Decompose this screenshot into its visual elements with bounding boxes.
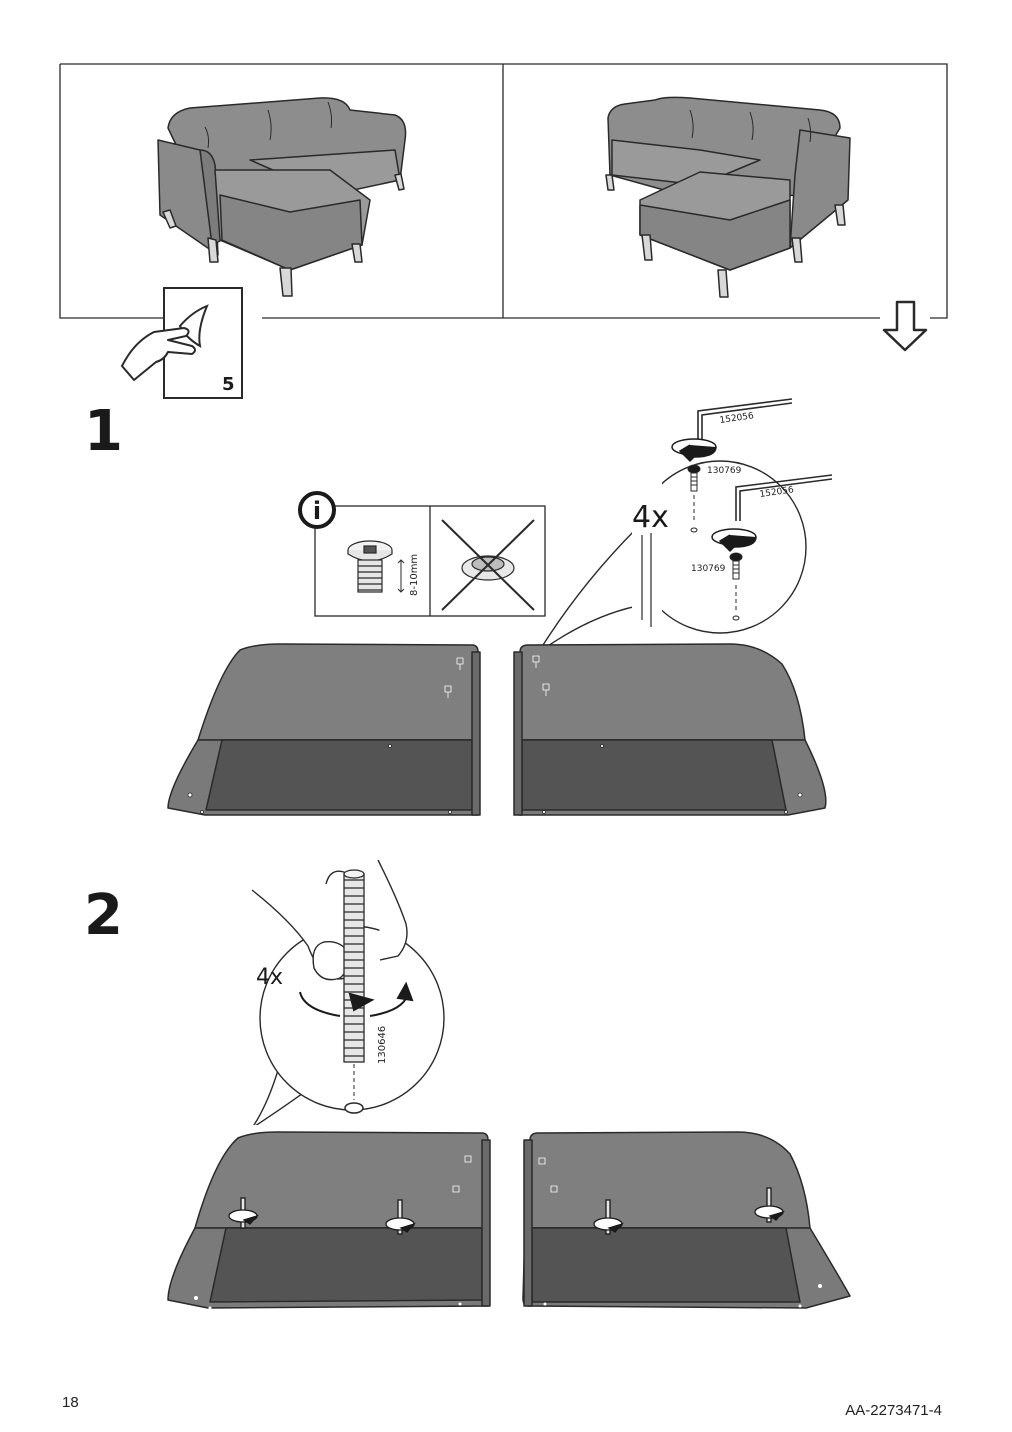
step2-panel-right <box>522 1131 851 1309</box>
correct-screw-icon <box>347 540 393 593</box>
step1-sofa-panels <box>167 643 827 816</box>
page-reference-number: 5 <box>222 374 235 395</box>
step1-panel-left <box>167 643 481 816</box>
page-number: 18 <box>62 1394 79 1411</box>
step1-quantity-label: 4x <box>632 500 669 535</box>
info-icon-letter: i <box>313 497 321 525</box>
allen-key-bottom-icon <box>735 474 833 521</box>
sofa-orientation-illustrations <box>59 63 948 352</box>
rod-position-2 <box>385 1199 416 1235</box>
rod-position-1 <box>228 1197 259 1229</box>
step2-sofa-panels <box>167 1131 851 1310</box>
step2-quantity-label: 4x <box>256 965 283 990</box>
rod-part-number: 130646 <box>377 1026 388 1064</box>
step-2-number: 2 <box>84 883 123 948</box>
orientation-frame <box>59 63 948 319</box>
info-icon <box>298 491 336 529</box>
rod-position-3 <box>593 1199 624 1235</box>
screw-top-part-number: 130769 <box>707 466 742 476</box>
rotate-arrow-bottom-icon <box>711 528 757 553</box>
screw-length-label: 8-10mm <box>409 554 420 596</box>
step1-detail-zoom: 152056 130769 4x 152056 130769 <box>537 398 833 654</box>
step2-detail-zoom: 4x 130646 <box>251 859 445 1125</box>
down-arrow-icon <box>882 300 928 352</box>
allen-key-bottom-part-number: 152056 <box>759 485 795 500</box>
screw-bottom-part-number: 130769 <box>691 564 726 574</box>
step2-rod-positions <box>228 1187 785 1235</box>
sofa-left-chaise <box>157 97 407 297</box>
allen-key-top-part-number: 152056 <box>719 411 755 426</box>
hand-icon <box>251 859 408 981</box>
step2-panel-left <box>167 1131 491 1309</box>
page-turn-icon: 5 <box>121 287 243 399</box>
screw-info-panel: i 8-10mm <box>298 491 546 617</box>
sofa-right-chaise <box>605 96 851 298</box>
rod-position-4 <box>754 1187 785 1223</box>
step-1-number: 1 <box>84 399 123 464</box>
screw-top-icon <box>687 464 701 492</box>
rotate-arrow-top-icon <box>671 438 717 463</box>
threaded-rod-icon <box>343 869 365 1063</box>
incorrect-fitting-icon <box>441 519 535 611</box>
allen-key-top-icon <box>697 398 793 443</box>
step1-panel-right <box>513 643 827 816</box>
screw-bottom-icon <box>729 552 743 580</box>
document-code: AA-2273471-4 <box>845 1402 942 1419</box>
rotate-arrow-icon <box>299 981 414 1017</box>
